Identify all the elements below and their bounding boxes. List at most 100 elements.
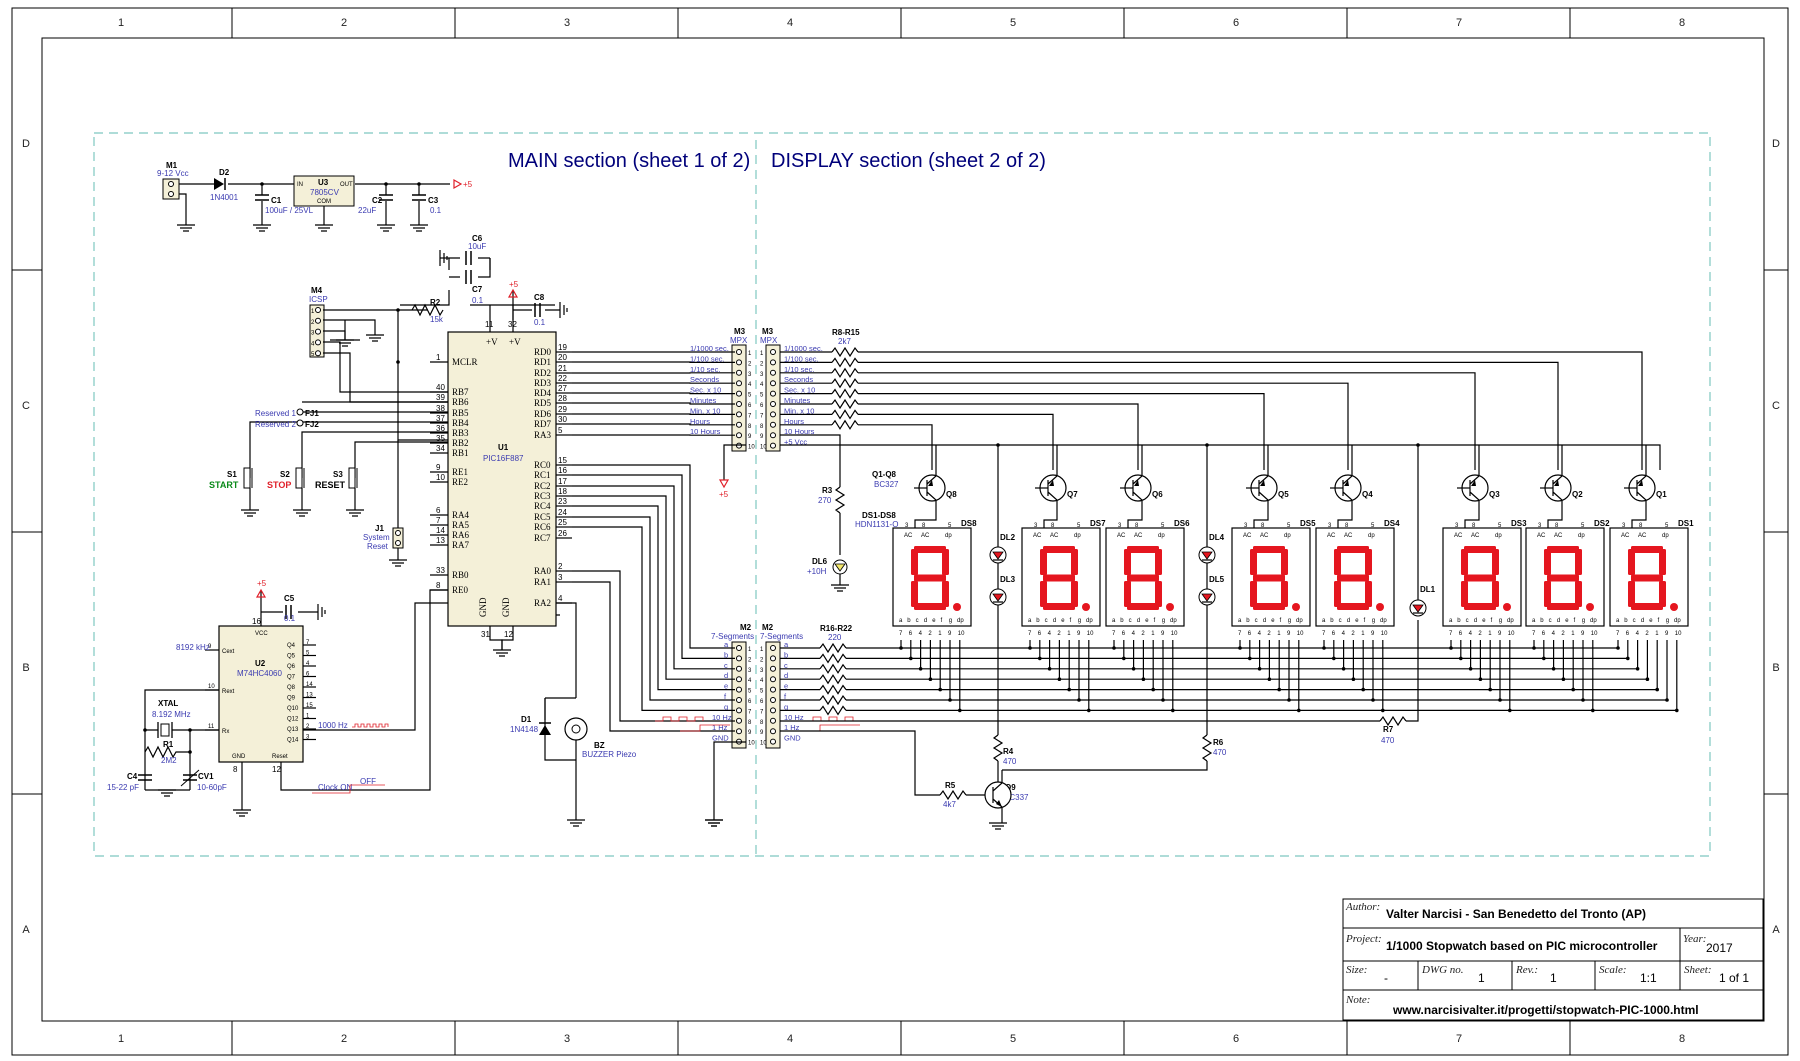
u2-value: M74HC4060	[237, 669, 282, 678]
u2-pin-number-right: 3	[306, 735, 310, 741]
display-bottom-pin: 9	[1077, 631, 1081, 637]
column-label-bottom: 3	[564, 1033, 570, 1045]
u1-pin-number-right: 28	[558, 394, 567, 403]
display-seg-letter: f	[1154, 618, 1156, 624]
u1-pin-name-left: RA7	[452, 540, 470, 550]
c3-value: 0.1	[430, 206, 442, 215]
column-label-top: 3	[564, 17, 570, 29]
display-seg-letter: a	[1532, 618, 1536, 624]
display-seg-letter: c	[916, 618, 919, 624]
m2-left-pin-number: 6	[748, 699, 752, 705]
m3-right-pin-number: 7	[760, 413, 764, 419]
m2-right-ref: M2	[762, 623, 774, 632]
display-top-pin: 8	[1555, 523, 1559, 529]
display-bottom-pin: 10	[1381, 631, 1388, 637]
display-bottom-pin: 2	[1351, 631, 1355, 637]
display-top-pin: 3	[905, 523, 909, 529]
u2-vcc: VCC	[255, 631, 268, 637]
display-seg-letter: a	[1112, 618, 1116, 624]
u2-pin-number-left: 10	[208, 684, 215, 690]
dl6-ref: DL6	[812, 557, 828, 566]
display-bottom-pin: 2	[1141, 631, 1145, 637]
column-label-bottom: 8	[1679, 1033, 1685, 1045]
display-bottom-pin: 7	[899, 631, 903, 637]
m3-left-pin-number: 6	[748, 403, 752, 409]
display-bottom-pin: 7	[1449, 631, 1453, 637]
display-bottom-pin: 6	[1122, 631, 1126, 637]
c6-value: 10uF	[468, 242, 486, 251]
m2-left-signal: d	[724, 671, 728, 680]
m2-left-pin-number: 10	[748, 741, 755, 747]
display-seg-letter: e	[1145, 618, 1149, 624]
display-bottom-pin: 1	[1361, 631, 1365, 637]
u1-pin-name-right: RA0	[534, 566, 552, 576]
q1-q8-ref: Q1-Q8	[872, 470, 897, 479]
u1-pin-name-left: RB4	[452, 418, 469, 428]
u1-pin-name-right: RD5	[534, 398, 552, 408]
display-bottom-pin: 10	[1675, 631, 1682, 637]
display-bottom-pin: 6	[1459, 631, 1463, 637]
r3-ref: R3	[822, 486, 833, 495]
transistor-ref: Q6	[1152, 490, 1163, 499]
u2-pin-name-right: Q10	[287, 706, 299, 712]
display-ref: DS5	[1300, 519, 1316, 528]
display-seg-dp: dp	[1674, 618, 1681, 624]
display-bottom-pin: 9	[948, 631, 952, 637]
m2-left-pin-number: 4	[748, 678, 752, 684]
bz-value: BUZZER Piezo	[582, 750, 637, 759]
r8-r15-value: 2k7	[838, 337, 851, 346]
c5-value: 0.1	[284, 614, 296, 623]
m2-right-pin-number: 2	[760, 657, 764, 663]
ds1-ds8-ref: DS1-DS8	[862, 511, 896, 520]
display-seg-letter: a	[1028, 618, 1032, 624]
c4-value: 15-22 pF	[107, 783, 139, 792]
title-block: Author: Valter Narcisi - San Benedetto d…	[1342, 898, 1764, 1021]
buzzer-circuit: D1 1N4148 BZ BUZZER Piezo	[510, 602, 637, 820]
u1-pin-name-left: RA4	[452, 510, 470, 520]
display-bottom-pin: 4	[1048, 631, 1052, 637]
m3-right-pin-number: 3	[760, 372, 764, 378]
display-top-ac: AC	[1638, 533, 1647, 539]
m2-right-pin-number: 3	[760, 668, 764, 674]
m3-left-signal: Hours	[690, 417, 710, 426]
column-label-top: 7	[1456, 17, 1462, 29]
display-top-ac: AC	[1033, 533, 1042, 539]
display-section-title: DISPLAY section (sheet 2 of 2)	[771, 150, 1046, 172]
m3-right-pin-number: 2	[760, 361, 764, 367]
u1-ref: U1	[498, 443, 509, 452]
display-top-pin: 5	[1287, 523, 1291, 529]
display-seg-letter: g	[1162, 618, 1165, 624]
transistor-ref: Q8	[946, 490, 957, 499]
transistor-ref: Q1	[1656, 490, 1667, 499]
m3-left-ref: M3	[734, 327, 746, 336]
u1-pin-number-right: 24	[558, 508, 567, 517]
u1-pin-number-right: 5	[558, 426, 563, 435]
u1-pin-number-right: 26	[558, 529, 567, 538]
u2-pin-number-right: 4	[306, 661, 310, 667]
m2-right-pin-number: 6	[760, 699, 764, 705]
u2-pin-name-right: Q9	[287, 696, 296, 702]
column-label-top: 6	[1233, 17, 1239, 29]
r6-value: 470	[1213, 748, 1227, 757]
r1-value: 2M2	[161, 756, 177, 765]
display-seg-letter: d	[1347, 618, 1350, 624]
scale-label: Scale:	[1599, 964, 1626, 976]
display-seg-letter: b	[907, 618, 911, 624]
j1-ref: J1	[375, 524, 384, 533]
clock-on-label: Clock ON	[318, 783, 352, 792]
display-seg-letter: f	[1574, 618, 1576, 624]
u1-pin-number-left: 39	[436, 393, 445, 402]
m3-right-value: MPX	[760, 336, 778, 345]
m3-right-signal: Hours	[784, 417, 804, 426]
display-seg-letter: c	[1549, 618, 1552, 624]
c6-ref: C6	[472, 234, 483, 243]
m2-right-signal: f	[784, 692, 787, 701]
u2-pin-number-right: 15	[306, 703, 313, 709]
display-seg-dp: dp	[957, 618, 964, 624]
m2-left-pin-number: 9	[748, 730, 752, 736]
icsp-pin-number: 3	[311, 331, 315, 337]
